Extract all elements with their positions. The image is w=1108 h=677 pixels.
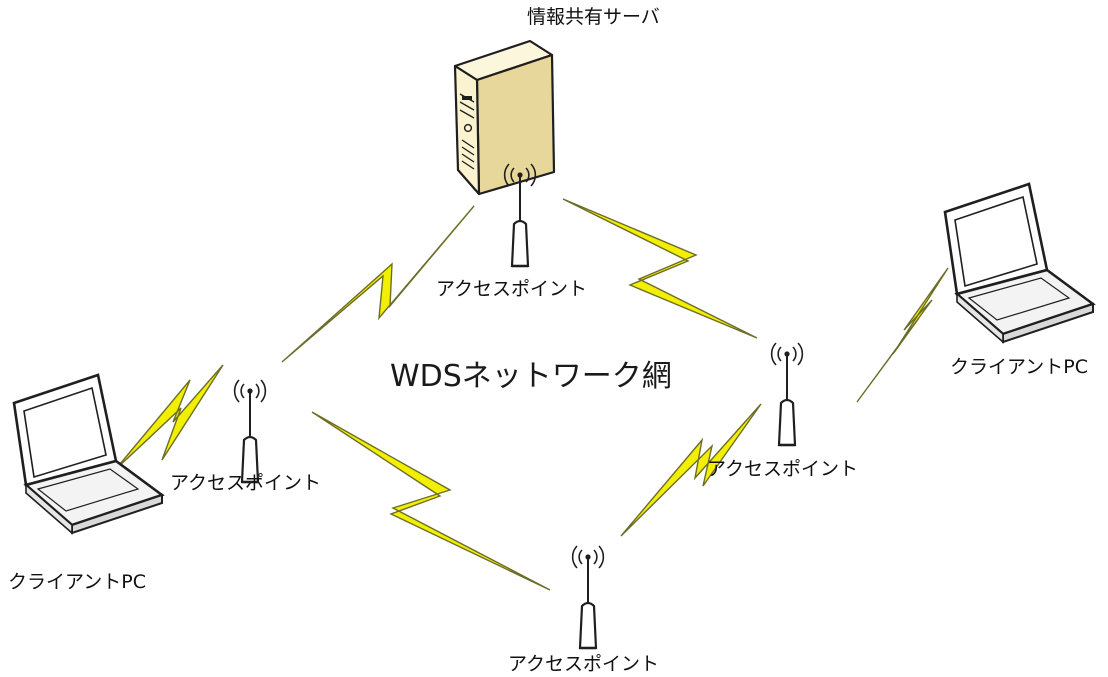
laptop-icon	[943, 182, 1095, 344]
client-pc-label: クライアントPC	[8, 571, 146, 593]
lightning-link-bottom-right	[620, 403, 762, 537]
access-point-label: アクセスポイント	[707, 458, 859, 480]
antenna-icon	[770, 341, 804, 447]
laptop-icon	[12, 373, 164, 535]
access-point-label: アクセスポイント	[436, 278, 588, 300]
antenna-icon	[571, 544, 605, 650]
network-title: WDSネットワーク網	[390, 359, 672, 394]
server-label: 情報共有サーバ	[527, 6, 660, 28]
access-point-label: アクセスポイント	[170, 472, 322, 494]
antenna-icon	[233, 378, 267, 484]
client-pc-label: クライアントPC	[950, 356, 1088, 378]
lightning-link-top-right	[562, 198, 758, 339]
lightning-link-left-client	[114, 364, 224, 471]
lightning-link-bottom-left	[311, 411, 551, 591]
lightning-link-top-left	[281, 205, 475, 363]
lightning-link-right-client	[856, 267, 949, 403]
access-point-label: アクセスポイント	[508, 653, 660, 675]
server-tower-icon	[453, 39, 556, 196]
